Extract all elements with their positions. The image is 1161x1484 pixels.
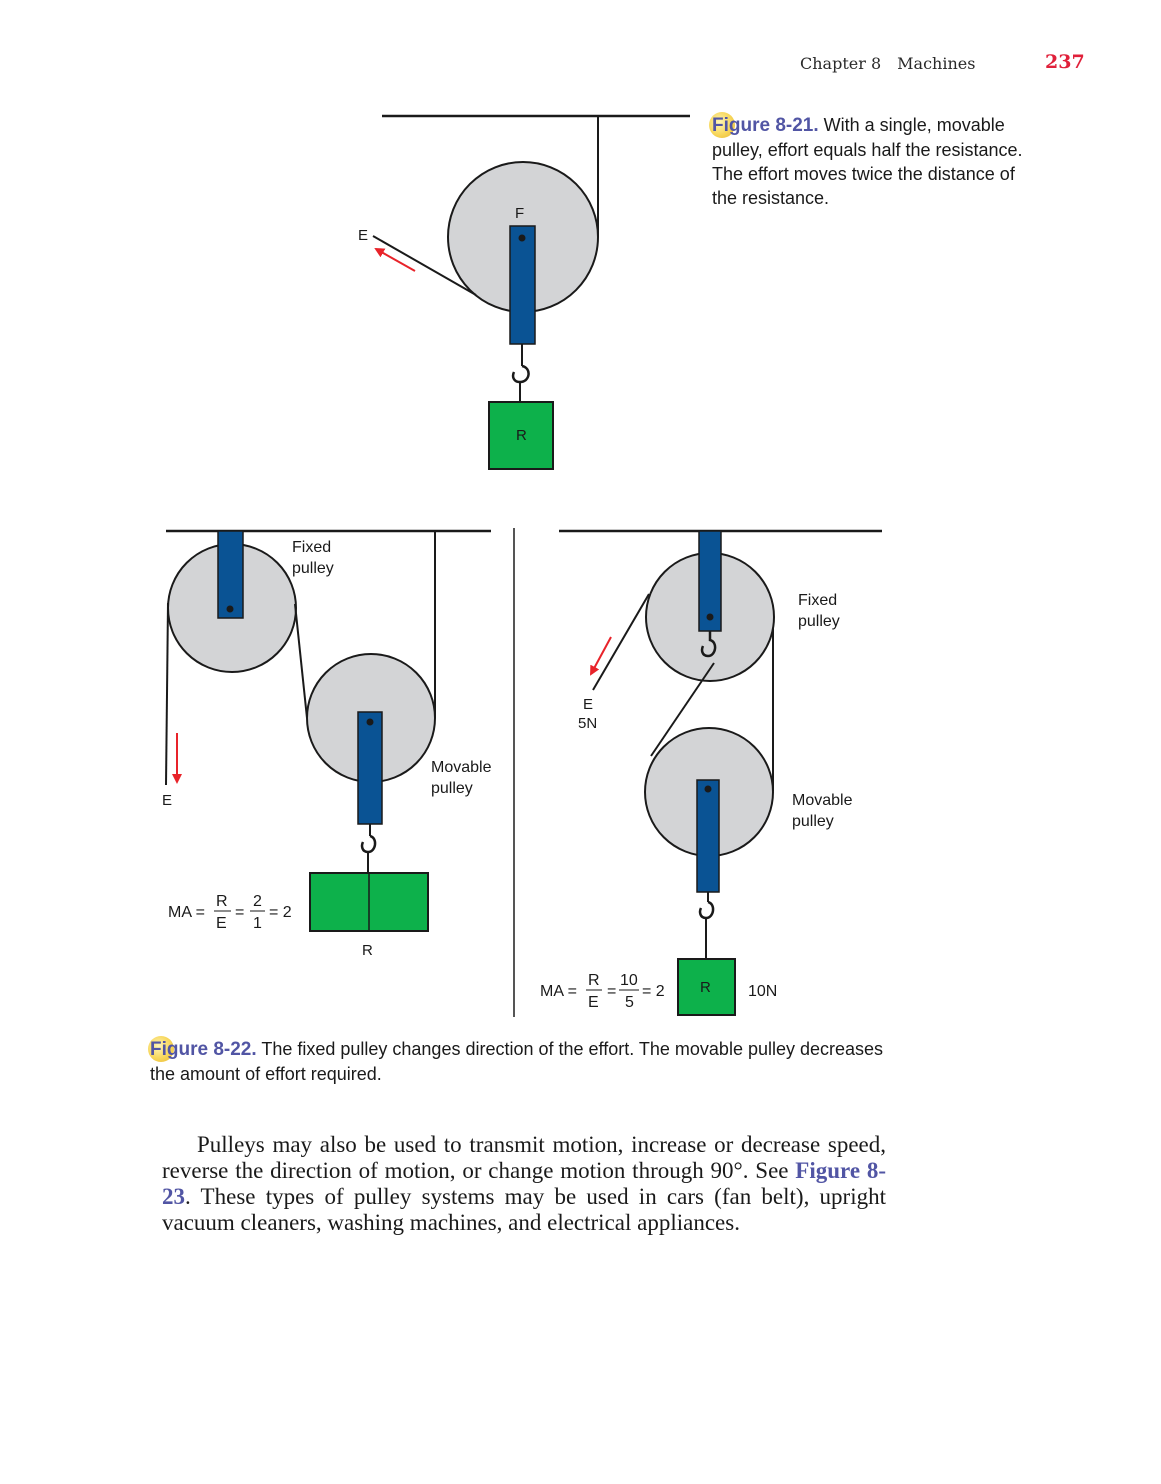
resistance-weight [488,401,554,470]
effort-arrow-right [590,636,612,676]
effort-label-left: E [162,792,172,809]
fixed-pulley-label-right: Fixed [798,592,837,609]
ma-denominator-2: 5 [625,994,634,1011]
fixed-bracket-left [217,530,244,619]
fixed-axle-right [706,613,714,621]
page-number: 237 [1045,51,1085,73]
figure-8-22-right-diagram: Fixed pulley Movable pulley E 5N R 10N M… [540,529,882,1016]
ma-numerator-2: 10 [620,972,638,989]
effort-label: E [358,227,368,244]
figure-8-22-caption-text: The fixed pulley changes direction of th… [150,1039,884,1084]
movable-axle-right [704,785,712,793]
figure-label-wrap: Figure 8-22. [148,1036,257,1062]
fixed-pulley-label-left-2: pulley [292,560,334,577]
ma-result: = 2 [269,904,292,921]
ma-lhs: MA = [540,983,577,1000]
figure-8-23-reference[interactable]: Figure 8-23 [162,1158,886,1209]
ma-result: = 2 [642,983,665,1000]
connecting-rope-left [294,603,308,719]
effort-rope-right [592,593,650,691]
body-text-end: . These types of pulley systems may be u… [162,1184,886,1235]
ma-formula-right: MA = R E = 10 5 = 2 [540,972,665,1011]
resistance-label: R [516,427,527,444]
movable-pulley-label-left: Movable [431,759,492,776]
hook-right [698,900,715,920]
chapter-label: Chapter 8 [800,54,882,73]
figure-8-21-label: Figure 8-21. [712,115,819,136]
effort-label-right: E [583,696,593,713]
figure-8-22-caption: Figure 8-22. The fixed pulley changes di… [148,1036,890,1086]
ma-equals-1: = [235,904,244,921]
fulcrum-label: F [515,205,524,222]
ma-denominator-1: E [588,994,599,1011]
movable-pulley-label-right: Movable [792,792,853,809]
resistance-label-left: R [362,942,373,959]
running-header: Chapter 8 Machines [800,54,975,73]
ma-numerator-2: 2 [253,893,262,910]
ma-denominator-1: E [216,915,227,932]
ma-numerator-1: R [588,972,600,989]
hook-left [360,834,377,854]
resistance-weight-right [677,958,736,1016]
ma-numerator-1: R [216,893,228,910]
figure-8-21-caption-text: With a single, movable pulley, effort eq… [712,115,1023,208]
pulley-bracket [509,225,536,345]
fixed-hook-right [700,631,717,658]
fixed-pulley-label-left: Fixed [292,539,331,556]
section-label: Machines [897,54,976,73]
axle-dot [518,234,526,242]
movable-pulley-label-left-2: pulley [431,780,473,797]
fixed-axle-left [226,605,234,613]
movable-axle-left [366,718,374,726]
connecting-rope-right-inner [650,662,715,757]
resistance-value-right: 10N [748,983,777,1000]
ma-equals-1: = [607,983,616,1000]
movable-bracket-right [696,779,720,893]
ma-lhs: MA = [168,904,205,921]
movable-pulley-label-right-2: pulley [792,813,834,830]
body-text-start: Pulleys may also be used to transmit mot… [162,1132,886,1183]
ma-denominator-2: 1 [253,915,262,932]
figure-8-22-left-diagram: Fixed pulley Movable pulley E R MA = R E… [162,529,492,959]
movable-bracket-left [357,711,383,825]
figure-label-wrap: Figure 8-21. [709,112,819,138]
hook [511,364,530,384]
figure-8-22-label: Figure 8-22. [150,1039,257,1060]
fixed-pulley-label-right-2: pulley [798,613,840,630]
resistance-label-right: R [700,979,711,996]
ma-formula-left: MA = R E = 2 1 = 2 [168,893,292,932]
body-paragraph: Pulleys may also be used to transmit mot… [162,1132,886,1236]
figure-8-21-caption: Figure 8-21. With a single, movable pull… [709,112,1032,210]
effort-rope-left [165,602,169,786]
effort-rope [372,235,477,296]
figure-8-21-diagram: E F R [358,114,690,470]
effort-arrow [374,248,416,272]
effort-value-right: 5N [578,715,597,732]
